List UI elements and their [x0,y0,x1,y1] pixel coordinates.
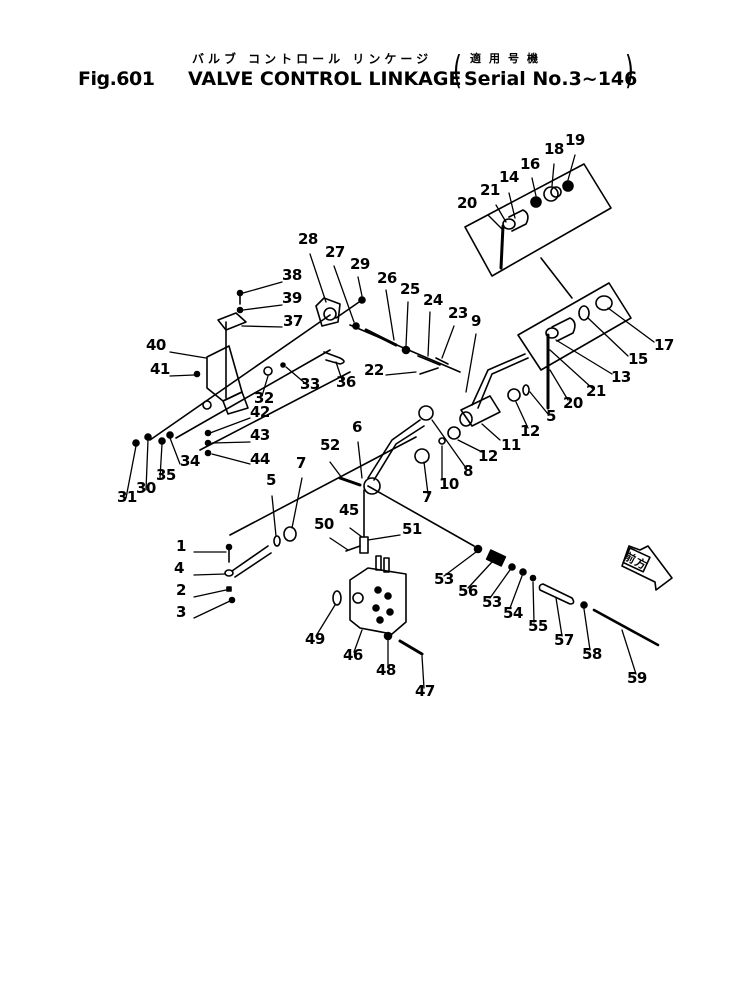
bolt-part-41 [193,370,201,378]
callout-18: 18 [544,140,564,158]
callout-5: 5 [546,407,556,425]
callout-35: 35 [156,466,176,484]
callout-57: 57 [554,631,574,649]
callout-22: 22 [364,361,384,379]
figure-header: Fig.601 バルブ コントロール リンケージ VALVE CONTROL L… [78,48,678,98]
callout-55: 55 [528,617,548,635]
bolt-part-38 [236,289,244,314]
collar-part-32 [263,362,286,376]
callout-46: 46 [343,646,363,664]
callout-36: 36 [336,373,356,391]
callout-8: 8 [463,462,473,480]
upper-detail-panel [464,163,612,299]
callout-20: 20 [563,394,583,412]
callout-7: 7 [296,454,306,472]
lever-part-28 [315,296,366,330]
callout-43: 43 [250,426,270,444]
control-valve-part-46 [349,555,407,635]
callout-15: 15 [628,350,648,368]
callout-25: 25 [400,280,420,298]
lever-part-6 [363,405,461,495]
callout-41: 41 [150,360,170,378]
clevis-part-36 [323,351,345,365]
callout-2: 2 [176,581,186,599]
callout-10: 10 [439,475,459,493]
callout-6: 6 [352,418,362,436]
callout-21: 21 [480,181,500,199]
callout-27: 27 [325,243,345,261]
callout-53: 53 [482,593,502,611]
paren-close: ) [624,48,634,92]
callout-4: 4 [174,559,184,577]
callout-32: 32 [254,389,274,407]
callout-14: 14 [499,168,519,186]
callout-9: 9 [471,312,481,330]
joint-part-45 [345,489,369,554]
paren-open: ( [452,48,462,92]
callout-37: 37 [283,312,303,330]
callout-51: 51 [402,520,422,538]
callout-3: 3 [176,603,186,621]
bolt-part-52 [338,476,362,487]
callout-49: 49 [305,630,325,648]
pin-part-1 [224,526,297,604]
callout-29: 29 [350,255,370,273]
callout-34: 34 [180,452,200,470]
lower-detail-panel [517,282,632,410]
callout-24: 24 [423,291,443,309]
callout-31: 31 [117,488,137,506]
serial-label-japanese: 適用号機 [470,52,546,65]
bracket-part-40 [202,312,249,415]
callout-47: 47 [415,682,435,700]
pedal-lever-part-11 [459,353,530,427]
callout-42: 42 [250,403,270,421]
callout-56: 56 [458,582,478,600]
callout-40: 40 [146,336,166,354]
callout-21: 21 [586,382,606,400]
rod-group-53-59 [473,544,660,647]
callout-48: 48 [376,661,396,679]
callout-58: 58 [582,645,602,663]
callout-38: 38 [282,266,302,284]
callout-20: 20 [457,194,477,212]
callout-5: 5 [266,471,276,489]
callout-28: 28 [298,230,318,248]
callout-13: 13 [611,368,631,386]
callout-44: 44 [250,450,270,468]
callout-11: 11 [501,436,521,454]
callout-7: 7 [422,488,432,506]
figure-title: VALVE CONTROL LINKAGE [188,68,462,90]
o-ring-part-49 [332,590,342,606]
forward-arrow-icon [621,545,673,591]
title-japanese: バルブ コントロール リンケージ [192,52,433,66]
pin-part-24 [417,355,449,375]
callout-54: 54 [503,604,523,622]
callout-19: 19 [565,131,585,149]
callout-39: 39 [282,289,302,307]
callout-53: 53 [434,570,454,588]
callout-45: 45 [339,501,359,519]
washers-part-30-35 [132,431,174,447]
callout-16: 16 [520,155,540,173]
washers-part-42-44 [204,429,212,457]
callout-26: 26 [377,269,397,287]
callout-50: 50 [314,515,334,533]
callout-52: 52 [320,436,340,454]
washer-part-48 [383,631,393,641]
leader-lines [125,154,655,689]
callout-59: 59 [627,669,647,687]
callout-12: 12 [478,447,498,465]
figure-number: Fig.601 [78,68,155,90]
bolt-part-47 [398,639,424,656]
callout-30: 30 [136,479,156,497]
callout-23: 23 [448,304,468,322]
rod-part-26 [364,328,398,347]
nut-part-25 [401,345,411,355]
callout-12: 12 [520,422,540,440]
callout-1: 1 [176,537,186,555]
linkage-shaft-lines [149,314,475,547]
callout-33: 33 [300,375,320,393]
serial-range: Serial No.3~146 [464,68,638,90]
callout-17: 17 [654,336,674,354]
